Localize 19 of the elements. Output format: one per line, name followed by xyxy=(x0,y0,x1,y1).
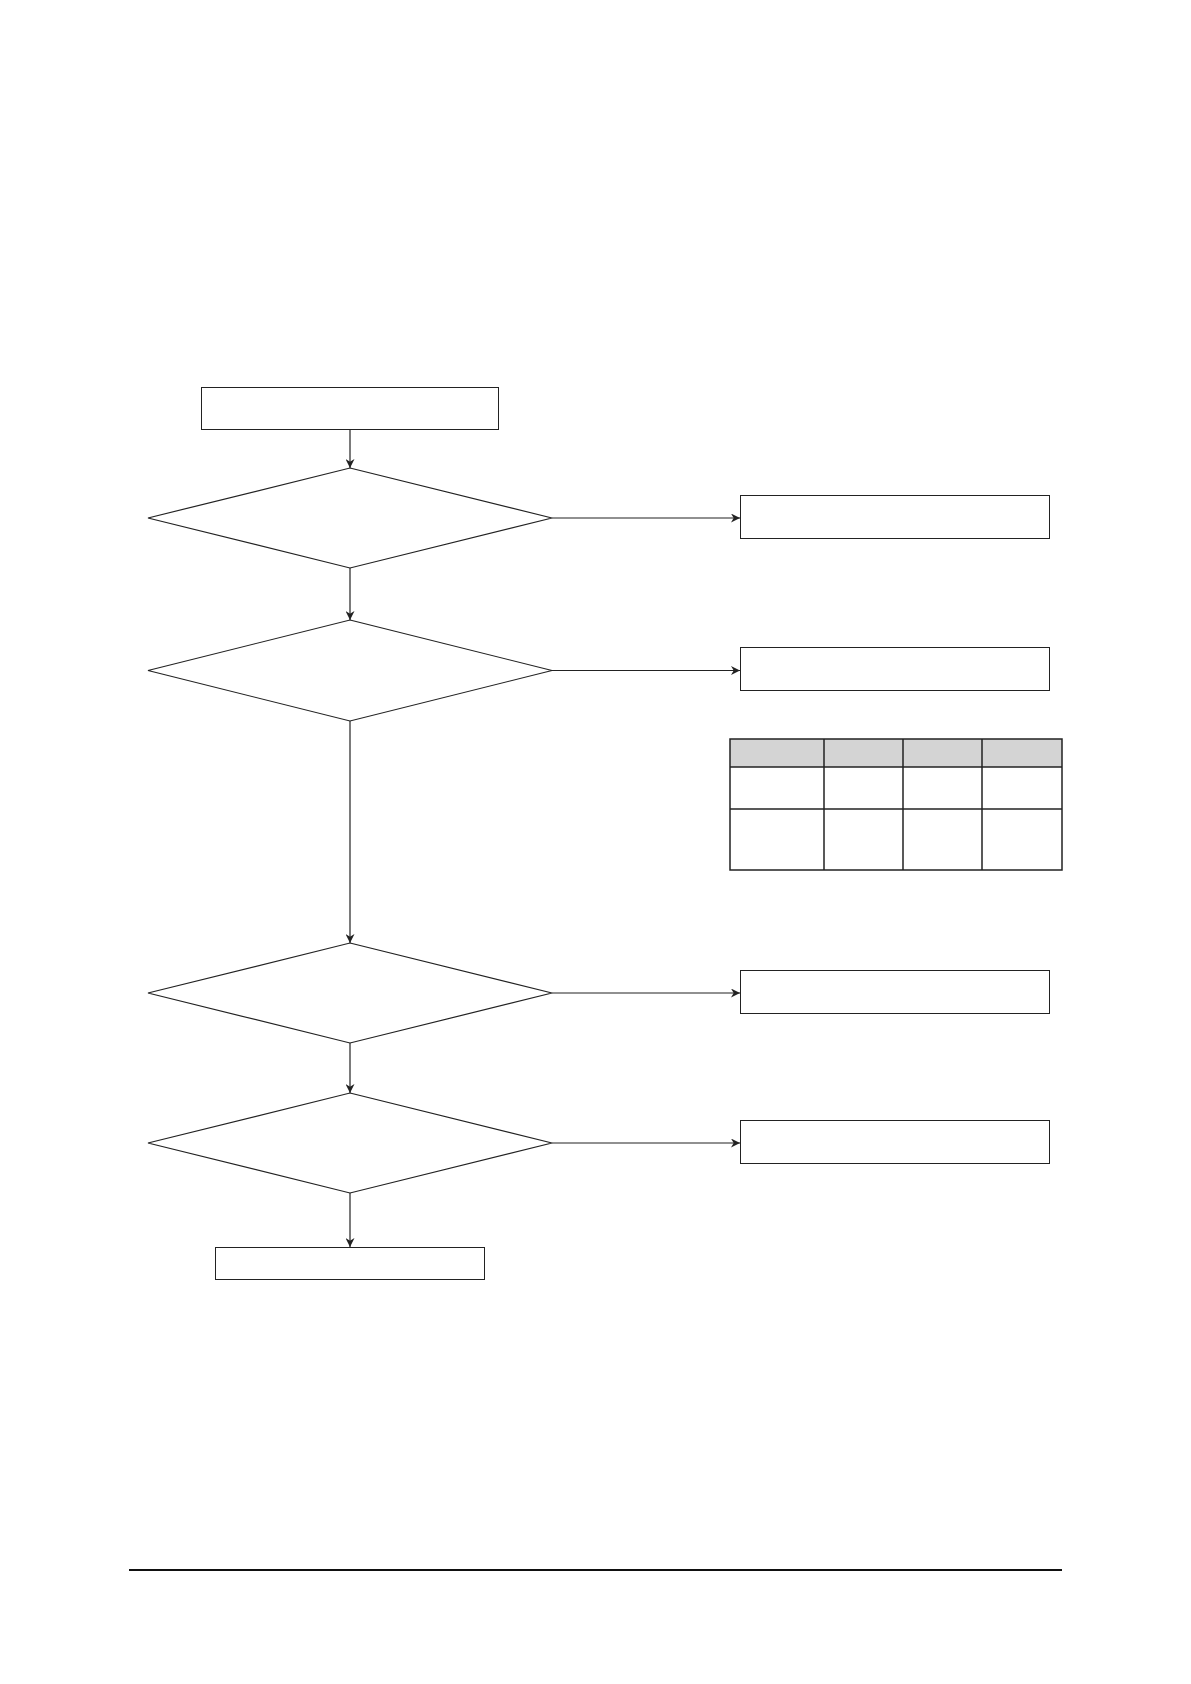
decision-diamond xyxy=(148,468,552,568)
arrow xyxy=(551,666,741,675)
arrow xyxy=(345,567,355,621)
arrow xyxy=(551,1138,741,1148)
process-box xyxy=(740,1120,1050,1164)
arrow xyxy=(345,1042,355,1094)
arrow xyxy=(345,429,355,469)
decision-diamond xyxy=(148,1093,552,1193)
arrow xyxy=(551,513,741,523)
process-box xyxy=(740,970,1050,1014)
process-box xyxy=(201,387,499,430)
process-box xyxy=(740,495,1050,539)
process-box xyxy=(740,647,1050,691)
decision-diamond xyxy=(148,620,552,721)
arrow xyxy=(345,1192,355,1248)
arrow xyxy=(345,720,355,944)
decision-diamond xyxy=(148,943,552,1043)
process-box xyxy=(215,1247,485,1280)
arrow xyxy=(551,988,741,998)
